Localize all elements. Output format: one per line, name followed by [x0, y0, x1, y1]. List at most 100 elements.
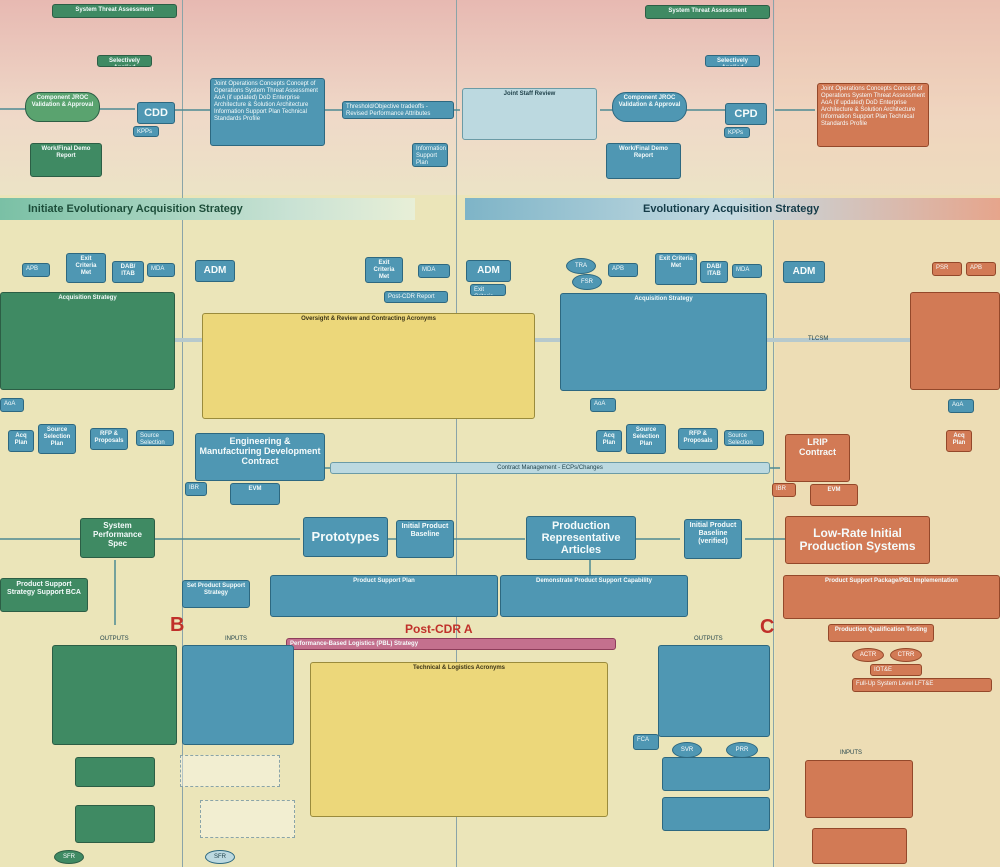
threat-assessment-left: System Threat Assessment [52, 4, 177, 18]
psp-pbl-implementation: Product Support Package/PBL Implementati… [783, 575, 1000, 619]
joint-operations-right: Joint Operations Concepts Concept of Ope… [817, 83, 929, 147]
evm-left: EVM [230, 483, 280, 505]
threat-assessment-right: System Threat Assessment [645, 5, 770, 19]
exit-criteria-met-mid: Exit Criteria Met [365, 257, 403, 283]
work-final-demo-left: Work/Final Demo Report [30, 143, 102, 177]
dab-itab-left: DAB/ ITAB [112, 261, 144, 283]
acquisition-strategy-left: Acquisition Strategy [0, 292, 175, 390]
apb-left: APB [22, 263, 50, 277]
initiate-evolutionary-band: Initiate Evolutionary Acquisition Strate… [0, 198, 415, 220]
production-qualification-testing: Production Qualification Testing [828, 624, 934, 642]
aoa-right: AoA [948, 399, 974, 413]
initial-product-baseline-verified: Initial Product Baseline (verified) [684, 519, 742, 559]
mda-mid: MDA [418, 264, 450, 278]
evm-right: EVM [810, 484, 858, 506]
cpd-node: CPD [725, 103, 767, 125]
sfr-oval-2: SFR [205, 850, 235, 864]
inputs-mid-box [182, 645, 294, 745]
adm-mid: ADM [466, 260, 511, 282]
psr-node: PSR [932, 262, 962, 276]
pbl-strategy: Performance-Based Logistics (PBL) Strate… [286, 638, 616, 650]
svr-oval: SVR [672, 742, 702, 758]
phase-divider [456, 0, 457, 867]
ibr-left: IBR [185, 482, 207, 496]
exit-criteria-met-right: Exit Criteria Met [655, 253, 697, 285]
lrip-contract: LRIP Contract [785, 434, 850, 482]
apb-right: APB [966, 262, 996, 276]
inputs-right-box [805, 760, 913, 818]
source-selection-left: Source Selection [136, 430, 174, 446]
outputs-left-box [52, 645, 177, 745]
actr-oval: ACTR [852, 648, 884, 662]
source-selection-plan-left: Source Selection Plan [38, 424, 76, 454]
set-product-support: Set Product Support Strategy [182, 580, 250, 608]
exit-criteria-met-left: Exit Criteria Met [66, 253, 106, 283]
production-representative-articles: Production Representative Articles [526, 516, 636, 560]
inputs-mid-label: INPUTS [225, 636, 248, 642]
acq-plan-right: Acq Plan [596, 430, 622, 452]
mda-left: MDA [147, 263, 175, 277]
integrated-dt-ot-box [662, 757, 770, 791]
adm-left: ADM [195, 260, 235, 282]
contract-management: Contract Management - ECPs/Changes [330, 462, 770, 474]
evolutionary-band: Evolutionary Acquisition Strategy [465, 198, 1000, 220]
threshold-objective-tradeoffs: Threshold/Objective tradeoffs - Revised … [342, 101, 454, 119]
functional-spec-box [75, 757, 155, 787]
lrip-systems: Low-Rate Initial Production Systems [785, 516, 930, 564]
phase-divider [773, 0, 774, 867]
fca-node: FCA [633, 734, 659, 750]
kpps-right: KPPs [724, 127, 750, 138]
acquisition-strategy-right: Acquisition Strategy [560, 293, 767, 391]
full-up-lfte: Full-Up System Level LFT&E [852, 678, 992, 692]
cdd-node: CDD [137, 102, 175, 124]
post-cdr-label: Post-CDR A [405, 622, 473, 636]
inputs-right-label: INPUTS [840, 750, 863, 756]
mda-right: MDA [732, 264, 762, 278]
sfr-oval: SFR [54, 850, 84, 864]
product-support-strategy: Product Support Strategy Support BCA [0, 578, 88, 612]
exit-criteria-mid: Exit Criteria [470, 284, 506, 296]
inputs-dashed-note [180, 755, 280, 787]
acquisition-strategy-next [910, 292, 1000, 390]
tlcsm-label: TLCSM [808, 336, 829, 342]
component-validation-right: Component JROC Validation & Approval [612, 92, 687, 122]
emd-contract: Engineering & Manufacturing Development … [195, 433, 325, 481]
fsr-oval: FSR [572, 274, 602, 290]
ctrr-oval: CTRR [890, 648, 922, 662]
system-performance-spec: System Performance Spec [80, 518, 155, 558]
joint-staff-review: Joint Staff Review [462, 88, 597, 140]
joint-operations-left: Joint Operations Concepts Concept of Ope… [210, 78, 325, 146]
prr-oval: PRR [726, 742, 758, 758]
ibr-right: IBR [772, 483, 796, 497]
tech-logistics-acronyms: Technical & Logistics Acronyms [310, 662, 608, 817]
functional-spec-note [200, 800, 295, 838]
acq-plan-next: Acq Plan [946, 430, 972, 452]
tra-oval: TRA [566, 258, 596, 274]
info-support-plan-node: Information Support Plan [412, 143, 448, 167]
system-functional-box [75, 805, 155, 843]
oversight-acronyms: Oversight & Review and Contracting Acron… [202, 313, 535, 419]
outputs-right-label: OUTPUTS [694, 636, 723, 642]
post-cdr-report: Post-CDR Report [384, 291, 448, 303]
outputs-right-box [658, 645, 770, 737]
product-support-plan: Product Support Plan [270, 575, 498, 617]
work-final-demo-right: Work/Final Demo Report [606, 143, 681, 179]
rfp-proposals-right: RFP & Proposals [678, 428, 718, 450]
outputs-left-label: OUTPUTS [100, 636, 129, 642]
selectively-applied-left: Selectively Applied [97, 55, 152, 67]
milestone-c-marker: C [760, 616, 775, 638]
prototypes-node: Prototypes [303, 517, 388, 557]
kpps-left: KPPs [133, 126, 159, 137]
source-selection-plan-right: Source Selection Plan [626, 424, 666, 454]
component-validation-left: Component JROC Validation & Approval [25, 92, 100, 122]
demonstrate-support: Demonstrate Product Support Capability [500, 575, 688, 617]
phase-divider [182, 0, 183, 867]
analyze-deficiencies-box [812, 828, 907, 864]
rfp-proposals-left: RFP & Proposals [90, 428, 128, 450]
apb-mid: APB [608, 263, 638, 277]
acq-plan-left: Acq Plan [8, 430, 34, 452]
milestone-b-marker: B [170, 614, 185, 636]
selectively-applied-right: Selectively Applied [705, 55, 760, 67]
system-dt-ot-box [662, 797, 770, 831]
